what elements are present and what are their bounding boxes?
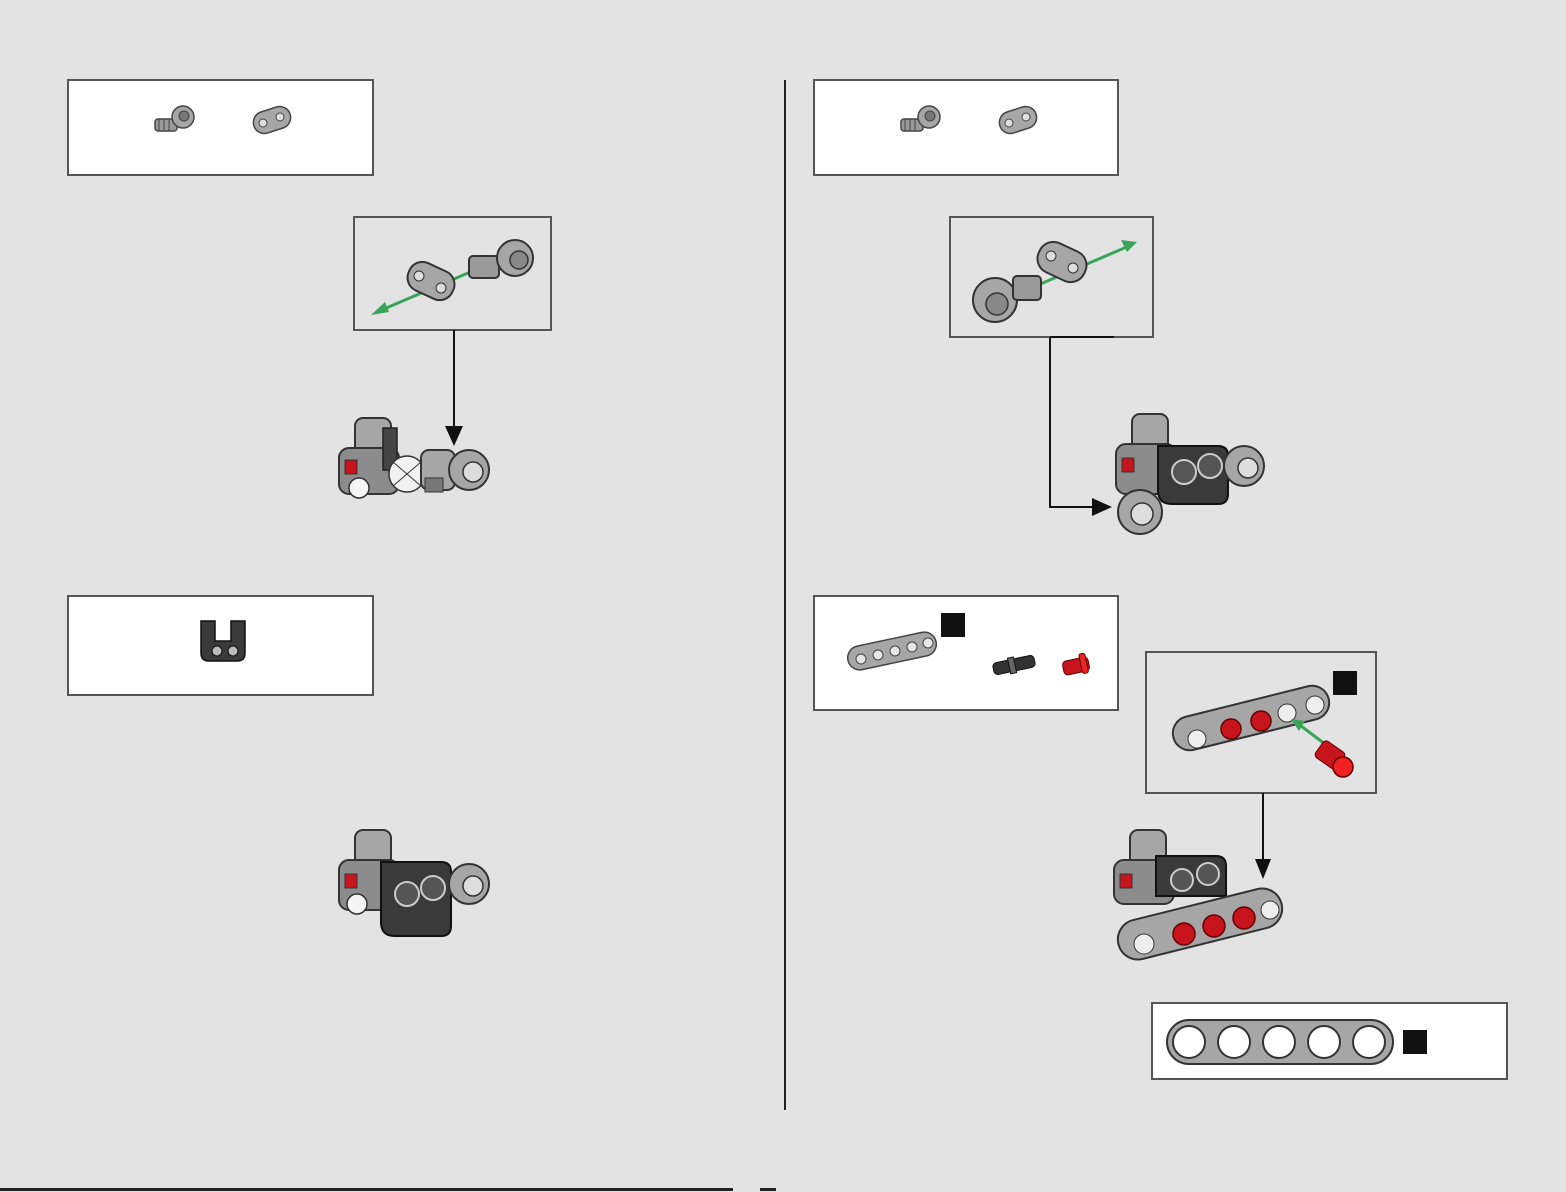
- subassembly-box-step-1: [353, 216, 552, 331]
- color-swatch-black: [941, 613, 965, 637]
- u-frame-part-icon: [195, 617, 251, 665]
- connector-insertion-diagram-mirrored: [951, 218, 1156, 340]
- bottom-rule-left: [0, 1188, 733, 1191]
- page-divider: [784, 80, 786, 1110]
- bottom-rule-right: [760, 1188, 776, 1191]
- color-swatch-black: [1333, 671, 1357, 695]
- green-arrowhead: [1121, 240, 1137, 252]
- assembly-result-step-1: [335, 408, 495, 508]
- green-arrowhead: [371, 302, 389, 315]
- beam-length-callout: [1151, 1002, 1508, 1080]
- beam-5-part-icon: [843, 621, 943, 681]
- parts-list-box-step-1: [67, 79, 374, 176]
- beam-5-scale-drawing: [1165, 1018, 1397, 1066]
- subassembly-box-step-4: [1145, 651, 1377, 794]
- assembly-result-step-2: [335, 826, 495, 946]
- color-swatch-black: [1403, 1030, 1427, 1054]
- assembly-result-step-3: [1112, 410, 1272, 536]
- cross-block-part-icon: [995, 103, 1041, 137]
- parts-list-box-step-3: [813, 79, 1119, 176]
- pin-red-part-icon: [1059, 653, 1095, 679]
- axle-pin-bushing-part-icon: [897, 101, 947, 141]
- placement-arrow-step-3: [1040, 337, 1120, 523]
- pin-3l-part-icon: [991, 653, 1039, 677]
- cross-block-part-icon: [249, 103, 295, 137]
- parts-list-box-step-2: [67, 595, 374, 696]
- axle-pin-bushing-part-icon: [151, 101, 201, 141]
- assembly-result-step-4: [1110, 826, 1290, 968]
- parts-list-box-step-4: [813, 595, 1119, 711]
- subassembly-box-step-3: [949, 216, 1154, 338]
- connector-insertion-diagram: [355, 218, 554, 333]
